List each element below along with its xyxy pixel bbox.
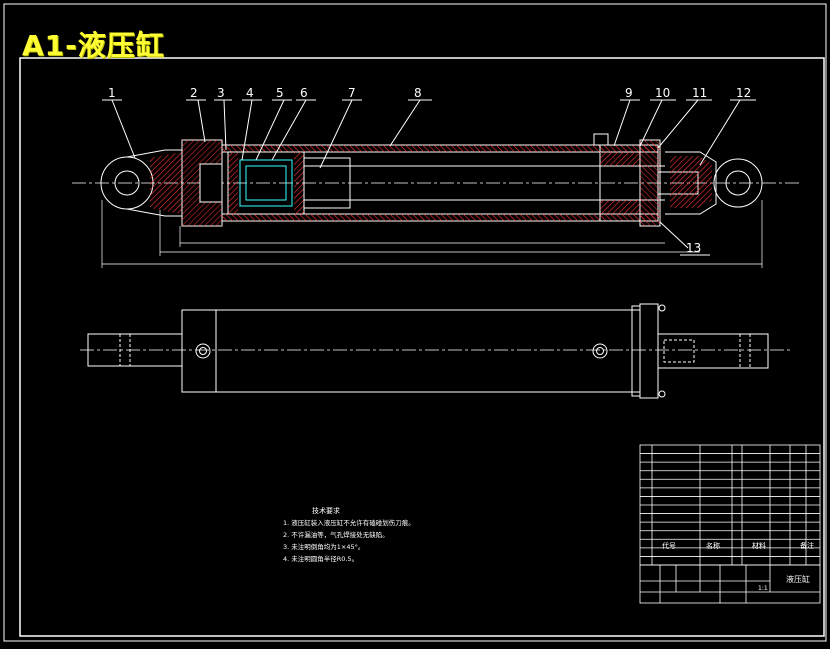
code-label: 代号 — [662, 541, 676, 550]
drawing-name: 液压缸 — [786, 574, 810, 584]
balloon-8: 8 — [414, 86, 422, 100]
tech-item-2: 2. 不许漏油等，气孔焊接处无缺陷。 — [283, 530, 389, 539]
balloon-7: 7 — [348, 86, 356, 100]
balloon-9: 9 — [625, 86, 633, 100]
tech-item-3: 3. 未注明倒角均为1×45°。 — [283, 542, 364, 551]
outside-view — [80, 303, 790, 399]
material-label: 材料 — [752, 541, 766, 550]
balloon-12: 12 — [736, 86, 751, 100]
scale-value: 1:1 — [758, 585, 768, 592]
balloon-1: 1 — [108, 86, 116, 100]
balloon-13: 13 — [686, 241, 701, 255]
outer-frame — [3, 3, 827, 642]
balloon-5: 5 — [276, 86, 284, 100]
balloon-labels: 1 2 3 4 5 6 7 8 9 10 11 12 13 — [108, 86, 751, 255]
remark-label: 备注 — [800, 541, 814, 550]
section-view — [72, 99, 800, 268]
balloon-2: 2 — [190, 86, 198, 100]
drawing-title: A1-液压缸 — [22, 29, 165, 62]
balloon-3: 3 — [217, 86, 225, 100]
tech-item-4: 4. 未注明圆角半径R0.5。 — [283, 554, 358, 563]
title-block — [639, 564, 821, 604]
tech-heading: 技术要求 — [312, 506, 340, 515]
balloon-4: 4 — [246, 86, 254, 100]
inner-frame — [19, 57, 825, 637]
technical-requirements: 技术要求 1. 液压缸装入液压缸不允许有磕碰划伤刀痕。 2. 不许漏油等，气孔焊… — [283, 506, 415, 563]
balloon-10: 10 — [655, 86, 670, 100]
balloon-6: 6 — [300, 86, 308, 100]
name-label: 名称 — [706, 541, 720, 550]
tech-item-1: 1. 液压缸装入液压缸不允许有磕碰划伤刀痕。 — [283, 518, 415, 527]
balloon-11: 11 — [692, 86, 707, 100]
